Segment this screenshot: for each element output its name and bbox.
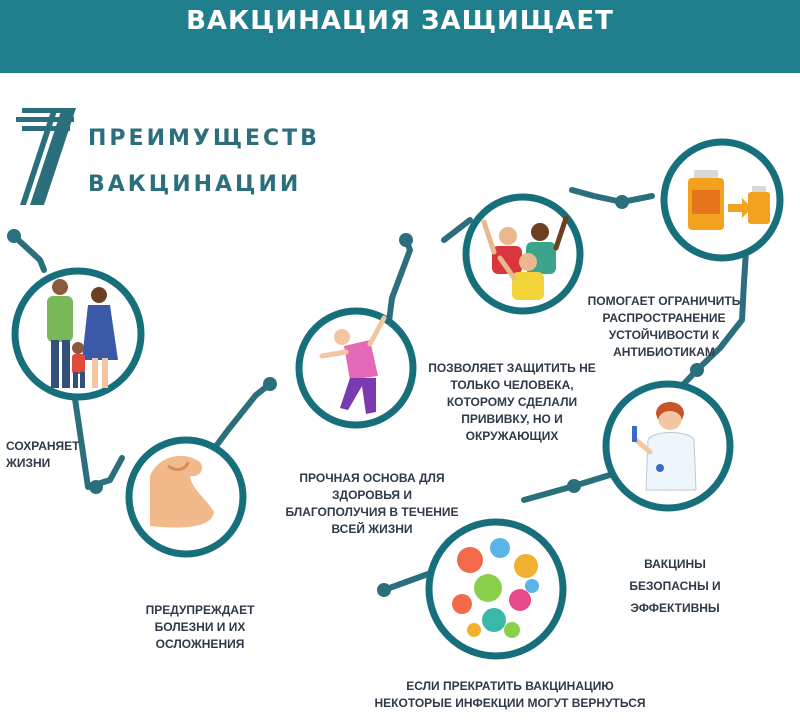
benefit-label-1: СОХРАНЯЕТ ЖИЗНИ (6, 439, 80, 470)
intro-line-2: ВАКЦИНАЦИИ (88, 172, 302, 197)
strong-arm-icon (125, 436, 247, 558)
family-icon (11, 267, 145, 401)
header-banner: ВАКЦИНАЦИЯ ЗАЩИЩАЕТ (0, 0, 800, 73)
benefit-label-6: ВАКЦИНЫ БЕЗОПАСНЫ И ЭФФЕКТИВНЫ (629, 557, 721, 615)
benefit-label-2: ПРЕДУПРЕЖДАЕТ БОЛЕЗНИ И ИХ ОСЛОЖНЕНИЯ (145, 603, 255, 651)
active-person-icon (295, 307, 417, 429)
cheering-people-icon (462, 193, 584, 315)
doctor-icon (602, 380, 734, 512)
benefit-label-3: ПРОЧНАЯ ОСНОВА ДЛЯ ЗДОРОВЬЯ И БЛАГОПОЛУЧ… (285, 471, 459, 536)
benefit-label-5: ПОМОГАЕТ ОГРАНИЧИТЬ РАСПРОСТРАНЕНИЕ УСТО… (587, 294, 741, 359)
benefit-label-4: ПОЗВОЛЯЕТ ЗАЩИТИТЬ НЕ ТОЛЬКО ЧЕЛОВЕКА, К… (428, 361, 596, 443)
intro-line-1: ПРЕИМУЩЕСТВ (88, 126, 320, 151)
microbes-icon (425, 518, 567, 660)
connector-dots (7, 195, 704, 597)
intro-heading: ПРЕИМУЩЕСТВ ВАКЦИНАЦИИ (88, 116, 320, 208)
page-title: ВАКЦИНАЦИЯ ЗАЩИЩАЕТ (186, 6, 614, 36)
seven-logo (16, 108, 76, 205)
benefit-label-7: ЕСЛИ ПРЕКРАТИТЬ ВАКЦИНАЦИЮ НЕКОТОРЫЕ ИНФ… (374, 679, 646, 710)
medicine-bottles-icon (660, 138, 784, 262)
